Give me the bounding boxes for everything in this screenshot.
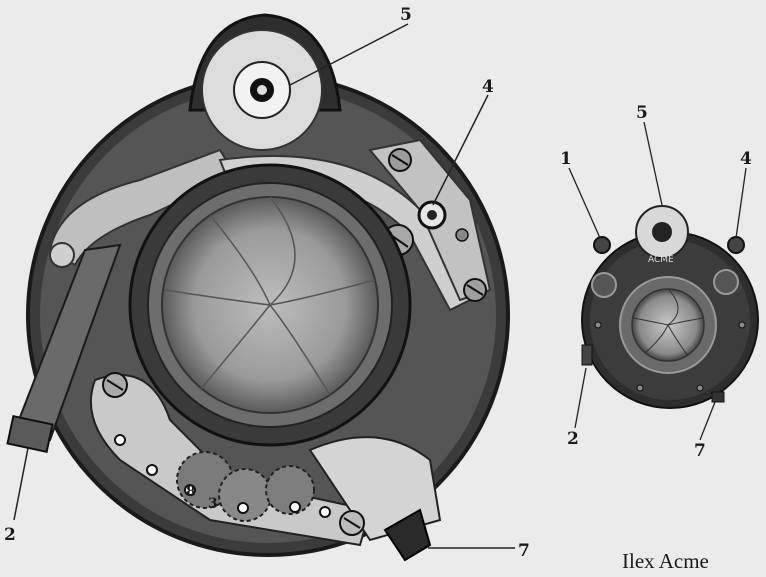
release-lug <box>383 508 432 562</box>
label-2-small: 2 <box>567 429 579 449</box>
small-pin <box>455 228 469 242</box>
small-cable-release <box>581 344 593 366</box>
small-shutter: ACME <box>560 103 759 461</box>
lever-knob <box>49 242 75 268</box>
lever-holes <box>114 434 331 518</box>
leader-lines-small <box>568 121 747 441</box>
label-4-large: 4 <box>482 77 494 97</box>
label-5-small: 5 <box>636 103 648 123</box>
label-5-large: 5 <box>400 5 412 25</box>
label-3-large: 3 <box>208 496 218 512</box>
label-7-large: 7 <box>518 541 530 561</box>
label-1-small: 1 <box>560 149 572 169</box>
cable-release-end <box>6 414 54 454</box>
small-ring-left <box>591 272 617 298</box>
label-2-large: 2 <box>4 525 16 545</box>
caption: Ilex Acme <box>622 549 709 573</box>
small-dial-hub <box>652 222 672 242</box>
small-screws <box>594 321 746 392</box>
left-lever <box>48 148 237 267</box>
small-dial-text: ACME <box>648 255 674 265</box>
iris-blades <box>164 196 376 396</box>
small-release-lug <box>711 391 725 403</box>
label-4-small: 4 <box>740 149 752 169</box>
leader-lines-large <box>13 23 515 549</box>
small-iris-blades <box>632 288 704 357</box>
label-8-large: 8 <box>186 484 196 500</box>
large-shutter: 5 4 2 7 3 8 <box>4 5 530 562</box>
dial-pin <box>257 85 267 95</box>
small-knob-1 <box>593 236 611 254</box>
small-knob-4 <box>727 236 745 254</box>
small-ring-right <box>713 269 739 295</box>
label-7-small: 7 <box>694 441 706 461</box>
bottom-right-plate <box>308 436 442 542</box>
